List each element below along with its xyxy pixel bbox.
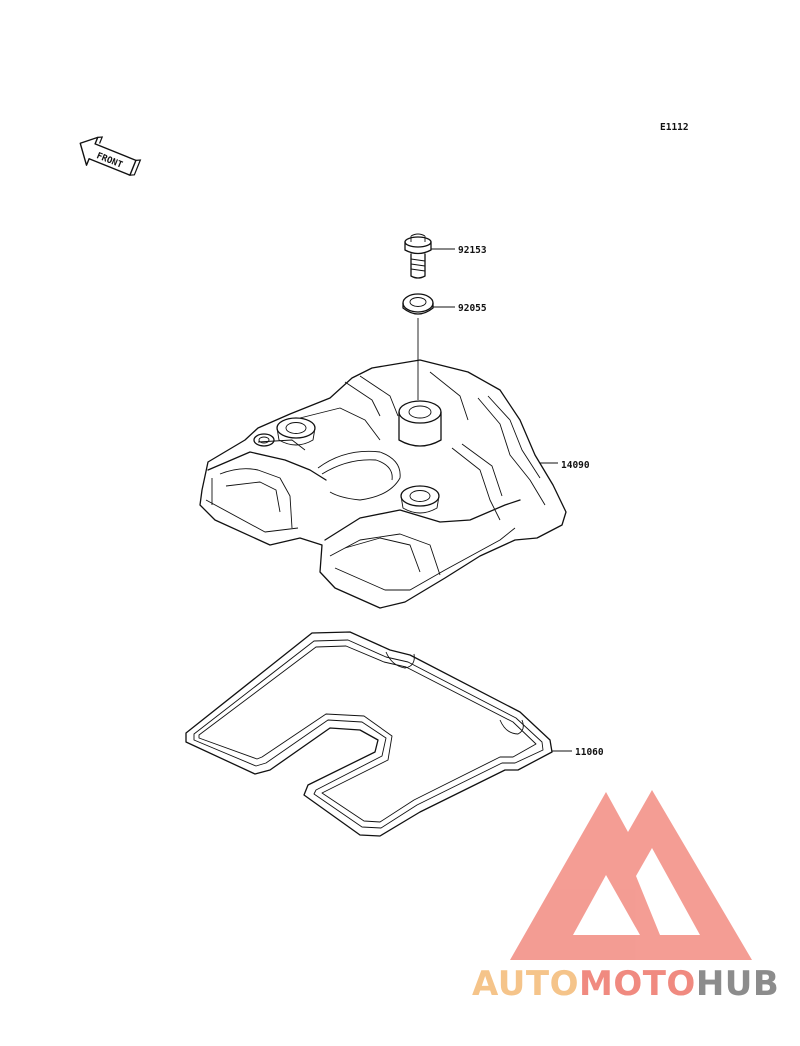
watermark-auto: AUTO (472, 964, 579, 1004)
watermark-text: AUTOMOTOHUB (472, 964, 779, 1004)
boss-left (276, 417, 316, 446)
watermark-hub: HUB (696, 964, 779, 1004)
boss-right (400, 485, 440, 514)
part-number-11060: 11060 (575, 747, 604, 758)
reference-code: E1112 (660, 122, 689, 133)
gasket-11060 (185, 631, 553, 837)
cylinder-head-cover-14090 (199, 359, 567, 609)
watermark-moto: MOTO (579, 964, 696, 1004)
bolt-92153 (404, 233, 432, 279)
part-number-14090: 14090 (561, 460, 590, 471)
boss-small (253, 433, 275, 447)
washer-92055 (402, 293, 434, 315)
automotohub-logo (510, 790, 752, 960)
boss-center (398, 400, 442, 447)
front-arrow-icon: FRONT (79, 136, 142, 176)
part-number-92153: 92153 (458, 245, 487, 256)
part-number-92055: 92055 (458, 303, 487, 314)
